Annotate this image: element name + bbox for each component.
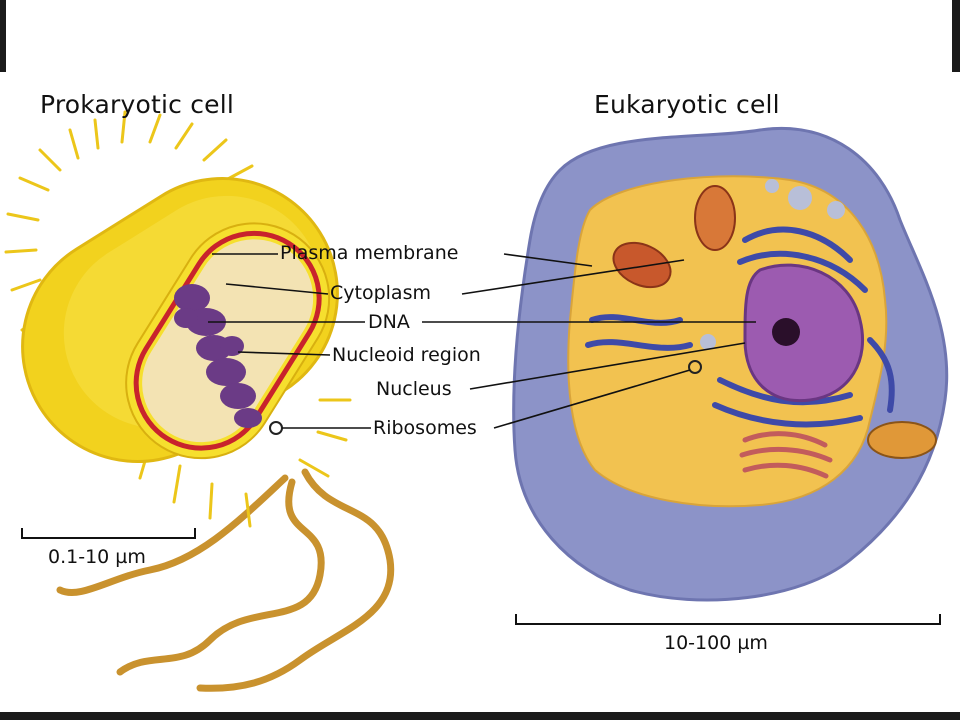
plasma-membrane-ring [133, 230, 322, 451]
prokaryotic-cell-illustration [4, 110, 395, 692]
prokaryote-scale-bar [21, 528, 196, 539]
ribosome-marker [269, 421, 283, 435]
mitochondrion [694, 185, 736, 251]
leader-lines [208, 253, 756, 429]
label-dna: DNA [368, 311, 410, 333]
eukaryotic-cell-illustration [512, 127, 949, 602]
eukaryote-scale-label: 10-100 µm [664, 632, 768, 654]
vesicles [700, 179, 845, 350]
label-nucleoid-region: Nucleoid region [332, 344, 481, 366]
nucleoid-dna [174, 284, 262, 428]
mitochondrion [612, 241, 672, 289]
golgi-apparatus [739, 431, 833, 479]
label-plasma-membrane: Plasma membrane [280, 242, 459, 264]
prokaryote-scale-label: 0.1-10 µm [48, 546, 146, 568]
ribosome-marker-eukaryote [688, 360, 702, 374]
mitochondrion [867, 421, 937, 459]
label-nucleus: Nucleus [376, 378, 452, 400]
endoplasmic-reticulum [585, 226, 895, 428]
flagella [56, 468, 395, 692]
eukaryote-scale-bar [515, 614, 941, 625]
nucleolus [772, 318, 800, 346]
nucleus [743, 263, 865, 403]
scale-bars [21, 528, 941, 625]
top-blank-bar [6, 0, 952, 72]
eukaryotic-cell-title: Eukaryotic cell [594, 90, 780, 119]
label-ribosomes: Ribosomes [373, 417, 477, 439]
prokaryotic-cell-title: Prokaryotic cell [40, 90, 235, 119]
label-cytoplasm: Cytoplasm [330, 282, 431, 304]
